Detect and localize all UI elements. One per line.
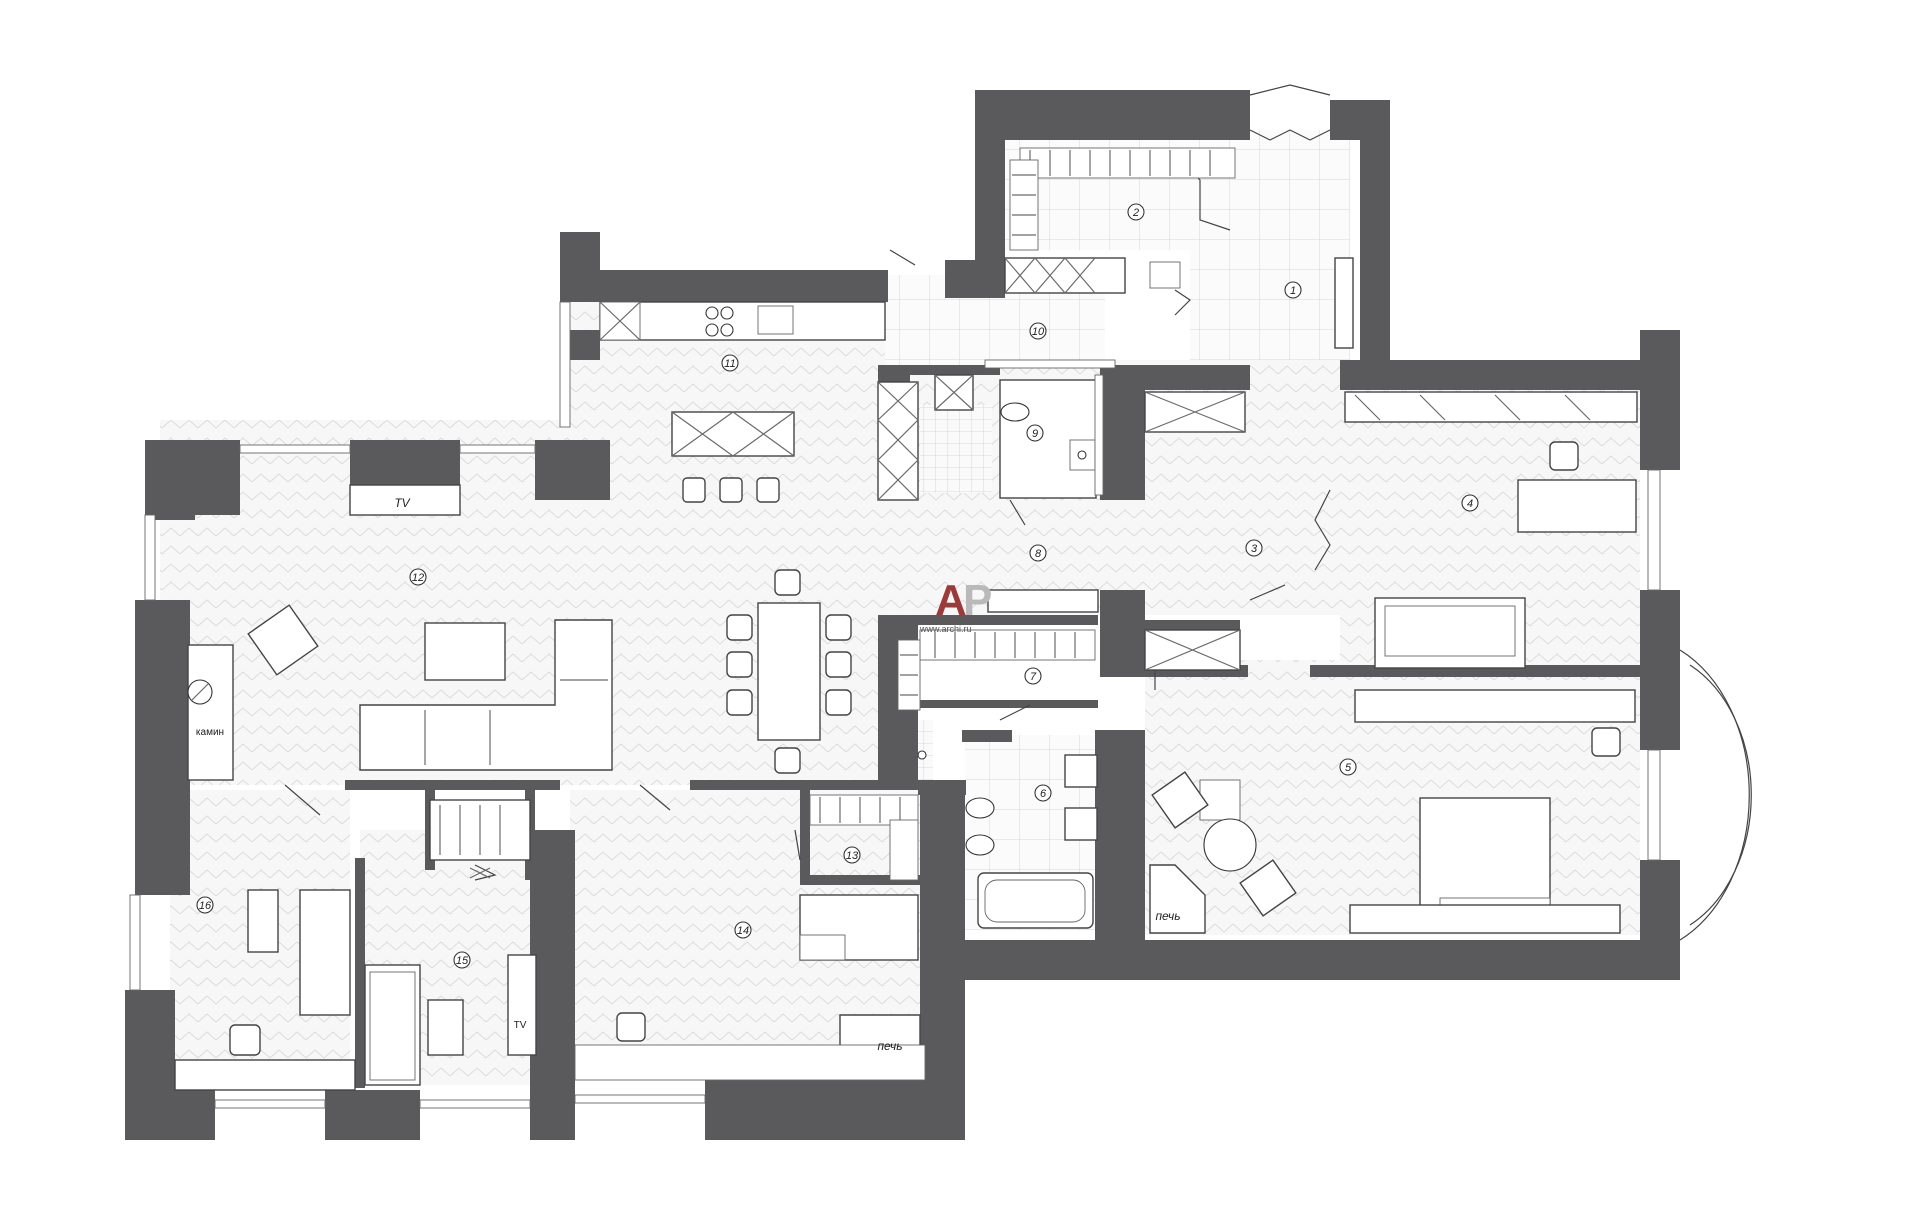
svg-text:12: 12 xyxy=(412,572,424,584)
svg-text:2: 2 xyxy=(1132,207,1139,219)
watermark-url: www.archi.ru xyxy=(919,624,972,634)
bathroom-6 xyxy=(917,750,1098,929)
walkin-7 xyxy=(897,629,1096,711)
room-number-13: 13 xyxy=(843,846,861,864)
kitchen xyxy=(599,301,919,503)
watermark-letter-p: P xyxy=(963,576,992,625)
svg-text:1: 1 xyxy=(1290,285,1296,297)
room-15 xyxy=(364,799,537,1086)
svg-text:16: 16 xyxy=(199,900,212,912)
room-number-12: 12 xyxy=(409,568,427,586)
closet-2 xyxy=(1009,147,1236,251)
room-number-14: 14 xyxy=(734,921,752,939)
room-number-4: 4 xyxy=(1461,494,1479,512)
svg-text:13: 13 xyxy=(846,850,859,862)
room-numbers: 1 2 3 4 5 6 7 8 9 10 11 12 13 14 15 16 xyxy=(196,203,1479,969)
text-labels: TV TV камин печь печь xyxy=(196,496,1181,1053)
stove-label-bedroom: печь xyxy=(1155,909,1180,923)
watermark-letter-a: A xyxy=(935,576,967,625)
room-number-5: 5 xyxy=(1339,758,1357,776)
bedroom-5 xyxy=(1149,689,1636,934)
room-number-2: 2 xyxy=(1127,203,1145,221)
watermark-logo: A P www.archi.ru xyxy=(919,576,992,634)
room-number-6: 6 xyxy=(1034,784,1052,802)
tv-label-room15: TV xyxy=(514,1020,527,1031)
room-number-1: 1 xyxy=(1284,281,1302,299)
room-number-10: 10 xyxy=(1029,322,1047,340)
office-4 xyxy=(1144,391,1638,671)
entry xyxy=(984,257,1354,369)
svg-text:3: 3 xyxy=(1251,543,1258,555)
svg-text:15: 15 xyxy=(456,955,469,967)
room-number-8: 8 xyxy=(1029,544,1047,562)
room-number-3: 3 xyxy=(1245,539,1263,557)
room-13 xyxy=(809,794,919,881)
svg-text:9: 9 xyxy=(1032,428,1038,440)
bathroom-9 xyxy=(934,374,1104,499)
svg-text:11: 11 xyxy=(724,358,735,370)
tv-label-living: TV xyxy=(394,496,410,510)
svg-text:8: 8 xyxy=(1035,548,1042,560)
room-16 xyxy=(174,889,356,1091)
stove-label-room14: печь xyxy=(877,1039,902,1053)
living-12 xyxy=(187,484,1099,781)
windows xyxy=(129,84,1752,1109)
room-number-16: 16 xyxy=(196,896,214,914)
svg-text:6: 6 xyxy=(1040,788,1047,800)
room-14 xyxy=(574,894,926,1081)
floor-shower xyxy=(920,405,992,493)
fireplace-label: камин xyxy=(196,727,224,738)
room-number-7: 7 xyxy=(1024,667,1042,685)
svg-text:4: 4 xyxy=(1467,498,1473,510)
svg-text:5: 5 xyxy=(1345,762,1352,774)
svg-text:14: 14 xyxy=(737,925,749,937)
svg-text:10: 10 xyxy=(1032,326,1045,338)
room-number-9: 9 xyxy=(1026,424,1044,442)
svg-text:7: 7 xyxy=(1030,671,1037,683)
room-number-11: 11 xyxy=(721,354,739,372)
room-number-15: 15 xyxy=(453,951,471,969)
